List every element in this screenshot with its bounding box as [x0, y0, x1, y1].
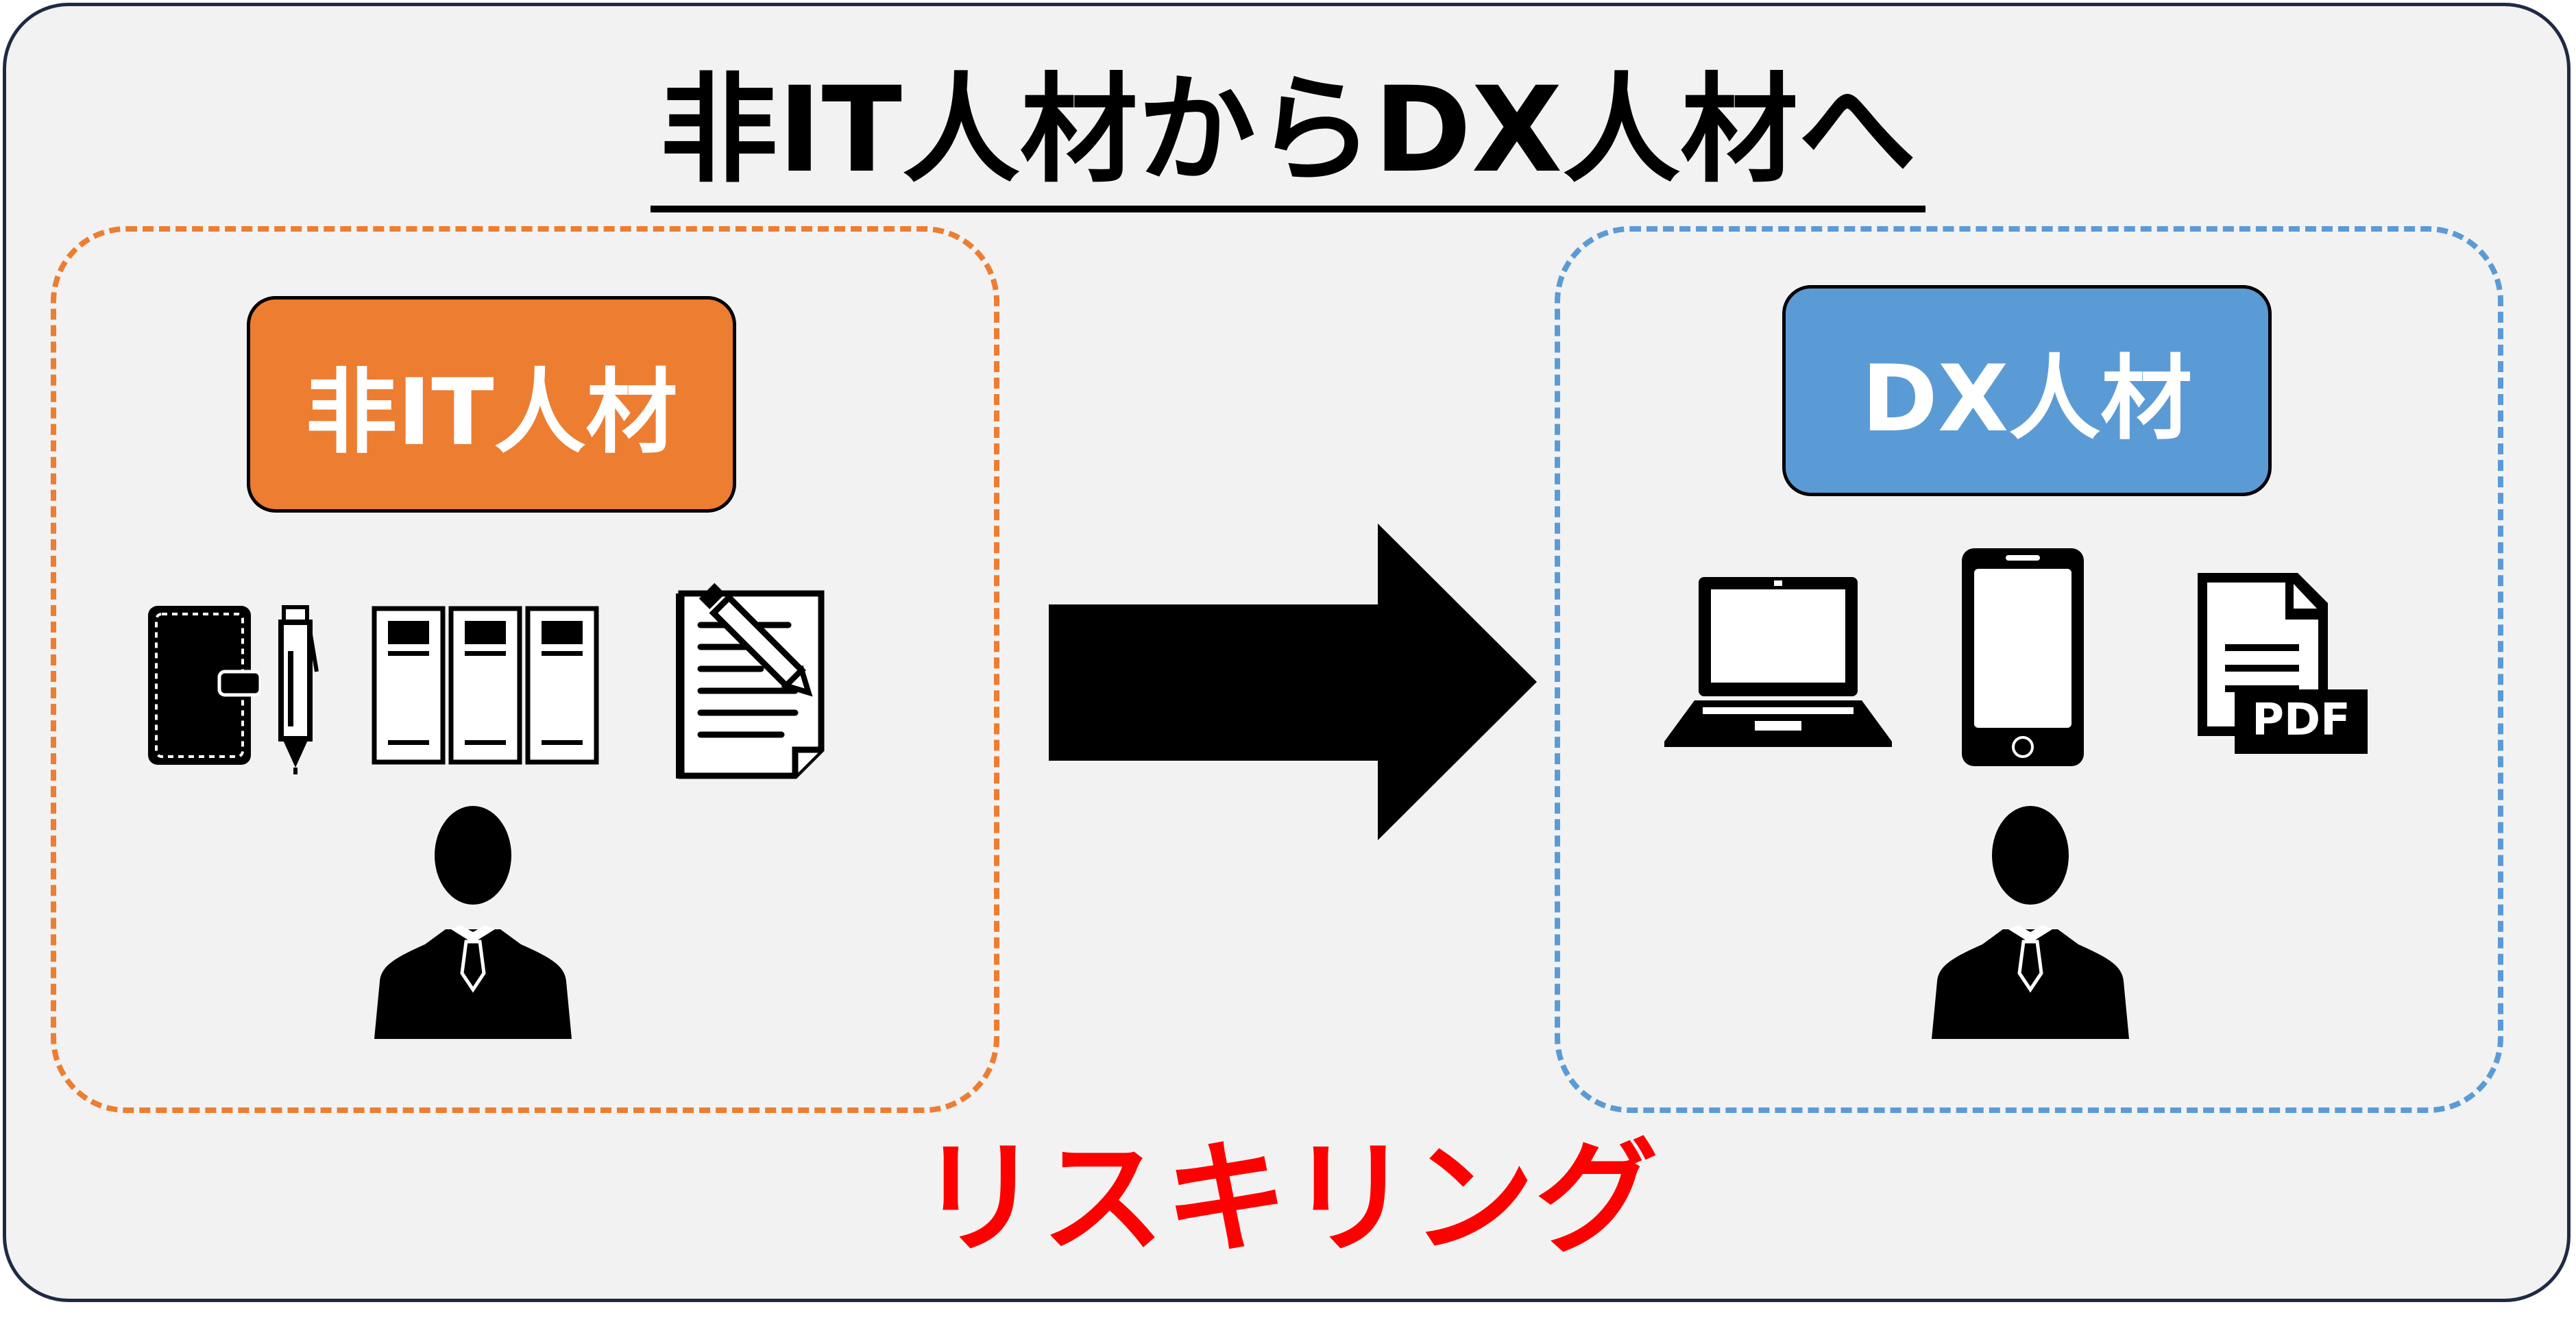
title-text: 非IT人材からDX人材へ — [650, 55, 1926, 212]
diagram-title: 非IT人材からDX人材へ — [0, 55, 2576, 212]
reskilling-label: リスキリング — [917, 1127, 1658, 1271]
dx-label: DX人材 — [1782, 285, 2272, 496]
binders-icon — [372, 606, 599, 765]
notebook-icon — [148, 606, 260, 765]
smartphone-icon — [1962, 548, 2084, 766]
right-arrow-icon — [1049, 524, 1537, 840]
dx-group-frame — [1555, 226, 2503, 1113]
laptop-icon — [1664, 577, 1892, 747]
non-it-label: 非IT人材 — [247, 296, 736, 513]
pdf-label: PDF — [2252, 695, 2350, 746]
non-it-group-frame — [51, 226, 999, 1113]
pen-icon — [278, 605, 319, 774]
person-icon — [1932, 806, 2129, 1039]
writing-document-icon — [676, 583, 825, 779]
pdf-document-icon: PDF — [2198, 573, 2368, 754]
person-icon — [374, 806, 572, 1039]
